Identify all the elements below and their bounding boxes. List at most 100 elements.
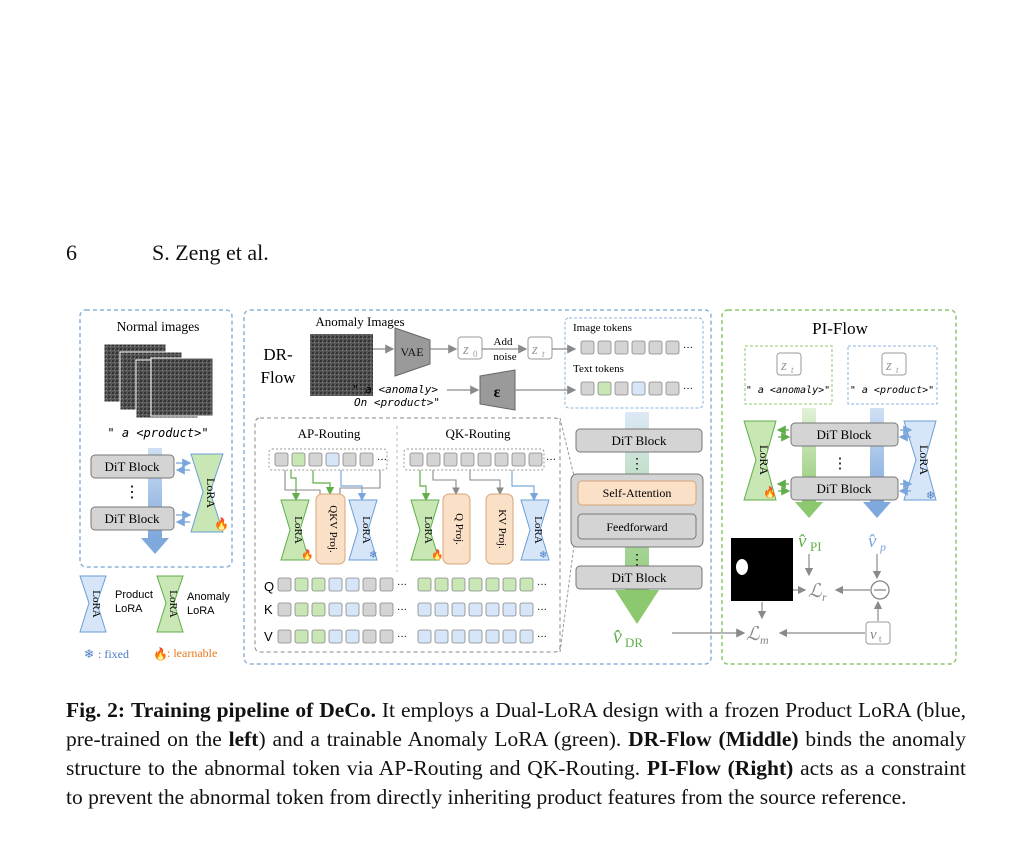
text-encoder-label: ε: [494, 384, 501, 401]
dr-dit-block-2-label: DiT Block: [611, 570, 667, 585]
pi-anomaly-lora: [743, 420, 777, 501]
qk-product-lora-label: LoRA: [532, 516, 544, 544]
vt-box: [865, 621, 891, 645]
pi-ellipsis: ⋮: [833, 456, 848, 472]
token: [511, 452, 526, 467]
token: [379, 629, 394, 644]
caption-text-3: binds the anomaly structure to the abnor…: [66, 727, 966, 780]
token: [485, 602, 500, 617]
token: [328, 629, 343, 644]
token: [434, 629, 449, 644]
ap-routing-title: AP-Routing: [298, 426, 361, 441]
normal-images-title: Normal images: [117, 319, 200, 334]
token: [648, 381, 663, 396]
token-area: [564, 317, 704, 409]
pi-zt-2-sub: t: [896, 365, 899, 375]
token: [345, 577, 360, 592]
token: [468, 629, 483, 644]
token-ellipsis: ···: [397, 632, 407, 643]
add-noise-1: Add: [494, 336, 513, 348]
qkv-token-rows: ··················: [277, 577, 547, 644]
add-noise-2: noise: [493, 351, 516, 363]
token: [614, 340, 629, 355]
token: [379, 577, 394, 592]
vt-symbol: v: [870, 627, 877, 643]
qk-anomaly-lora-label: LoRA: [422, 516, 434, 544]
token: [614, 381, 629, 396]
pi-dit-block-2-label: DiT Block: [816, 481, 872, 496]
legend-anomaly-text-2: LoRA: [187, 605, 215, 617]
token: [502, 577, 517, 592]
token: [485, 629, 500, 644]
token: [485, 577, 500, 592]
ap-product-lora-label: LoRA: [360, 516, 372, 544]
vae-label: VAE: [400, 345, 423, 359]
flame-icon: 🔥: [153, 647, 168, 661]
token: [631, 381, 646, 396]
token: [665, 340, 680, 355]
token: [345, 629, 360, 644]
caption-text-1: It employs a Dual-LoRA design with a fro…: [66, 698, 966, 751]
token: [451, 602, 466, 617]
zt-sub: t: [542, 349, 545, 359]
token: [468, 602, 483, 617]
token: [519, 602, 534, 617]
legend-learnable-text: : learnable: [167, 646, 217, 660]
token: [434, 577, 449, 592]
pi-flow-title: PI-Flow: [812, 319, 868, 338]
v-dr-sub: DR: [625, 635, 643, 650]
row-q-label: Q: [264, 579, 274, 594]
legend-anomaly-lora-label: LoRA: [167, 590, 179, 618]
left-dit-block-2-label: DiT Block: [104, 511, 160, 526]
token-ellipsis: ···: [377, 455, 387, 466]
legend-anomaly-text-1: Anomaly: [187, 591, 230, 603]
kv-proj-label: KV Proj.: [496, 509, 508, 549]
token: [477, 452, 492, 467]
token: [648, 340, 663, 355]
token: [460, 452, 475, 467]
token: [325, 452, 340, 467]
legend-product-lora-label: LoRA: [90, 590, 102, 618]
token: [274, 452, 289, 467]
caption-label: Fig. 2:: [66, 698, 126, 722]
left-flame-icon: 🔥: [214, 517, 229, 531]
pi-product-lora-label: LoRA: [917, 445, 931, 475]
loss-m-symbol: ℒ: [746, 624, 761, 645]
qkv-proj: [315, 493, 346, 565]
anomaly-images-title: Anomaly Images: [315, 314, 404, 329]
qkv-proj-label: QKV Proj.: [327, 505, 339, 553]
kv-proj: [485, 493, 514, 565]
token: [362, 602, 377, 617]
pi-prompt-product: " a <product>": [850, 385, 934, 396]
dr-prompt-1: " a <anomaly>: [352, 383, 438, 396]
left-dit-block-1-label: DiT Block: [104, 459, 160, 474]
pi-anomaly-lora-label: LoRA: [757, 445, 771, 475]
q-proj-label: Q Proj.: [453, 513, 465, 545]
token: [417, 602, 432, 617]
caption-pi-flow: PI-Flow (Right): [646, 756, 794, 780]
routing-frame: [254, 417, 561, 653]
token: [417, 629, 432, 644]
normal-images-stack: [103, 343, 214, 419]
feedforward-block: [577, 513, 697, 540]
figure-diagram: Normal images " a <product>" DiT Block ⋮…: [79, 309, 957, 665]
pi-prompt-anomaly: " a <anomaly>": [746, 385, 830, 396]
anomaly-cond-box: [744, 345, 833, 405]
ap-anomaly-lora-label: LoRA: [292, 516, 304, 544]
left-dit-block-1: [90, 454, 175, 479]
caption-title: Training pipeline of DeCo.: [131, 698, 376, 722]
token-ellipsis: ···: [683, 384, 693, 395]
token: [443, 452, 458, 467]
legend-fixed-text: : fixed: [98, 647, 129, 661]
token: [342, 452, 357, 467]
v-dr-symbol: v̂: [613, 626, 622, 648]
caption-dr-flow: DR-Flow (Middle): [628, 727, 799, 751]
left-ellipsis: ⋮: [124, 484, 140, 501]
token: [580, 381, 595, 396]
token-ellipsis: ···: [537, 580, 547, 591]
token-ellipsis: ···: [537, 632, 547, 643]
page-number: 6: [66, 240, 77, 265]
token: [328, 602, 343, 617]
text-encoder: [479, 369, 516, 411]
